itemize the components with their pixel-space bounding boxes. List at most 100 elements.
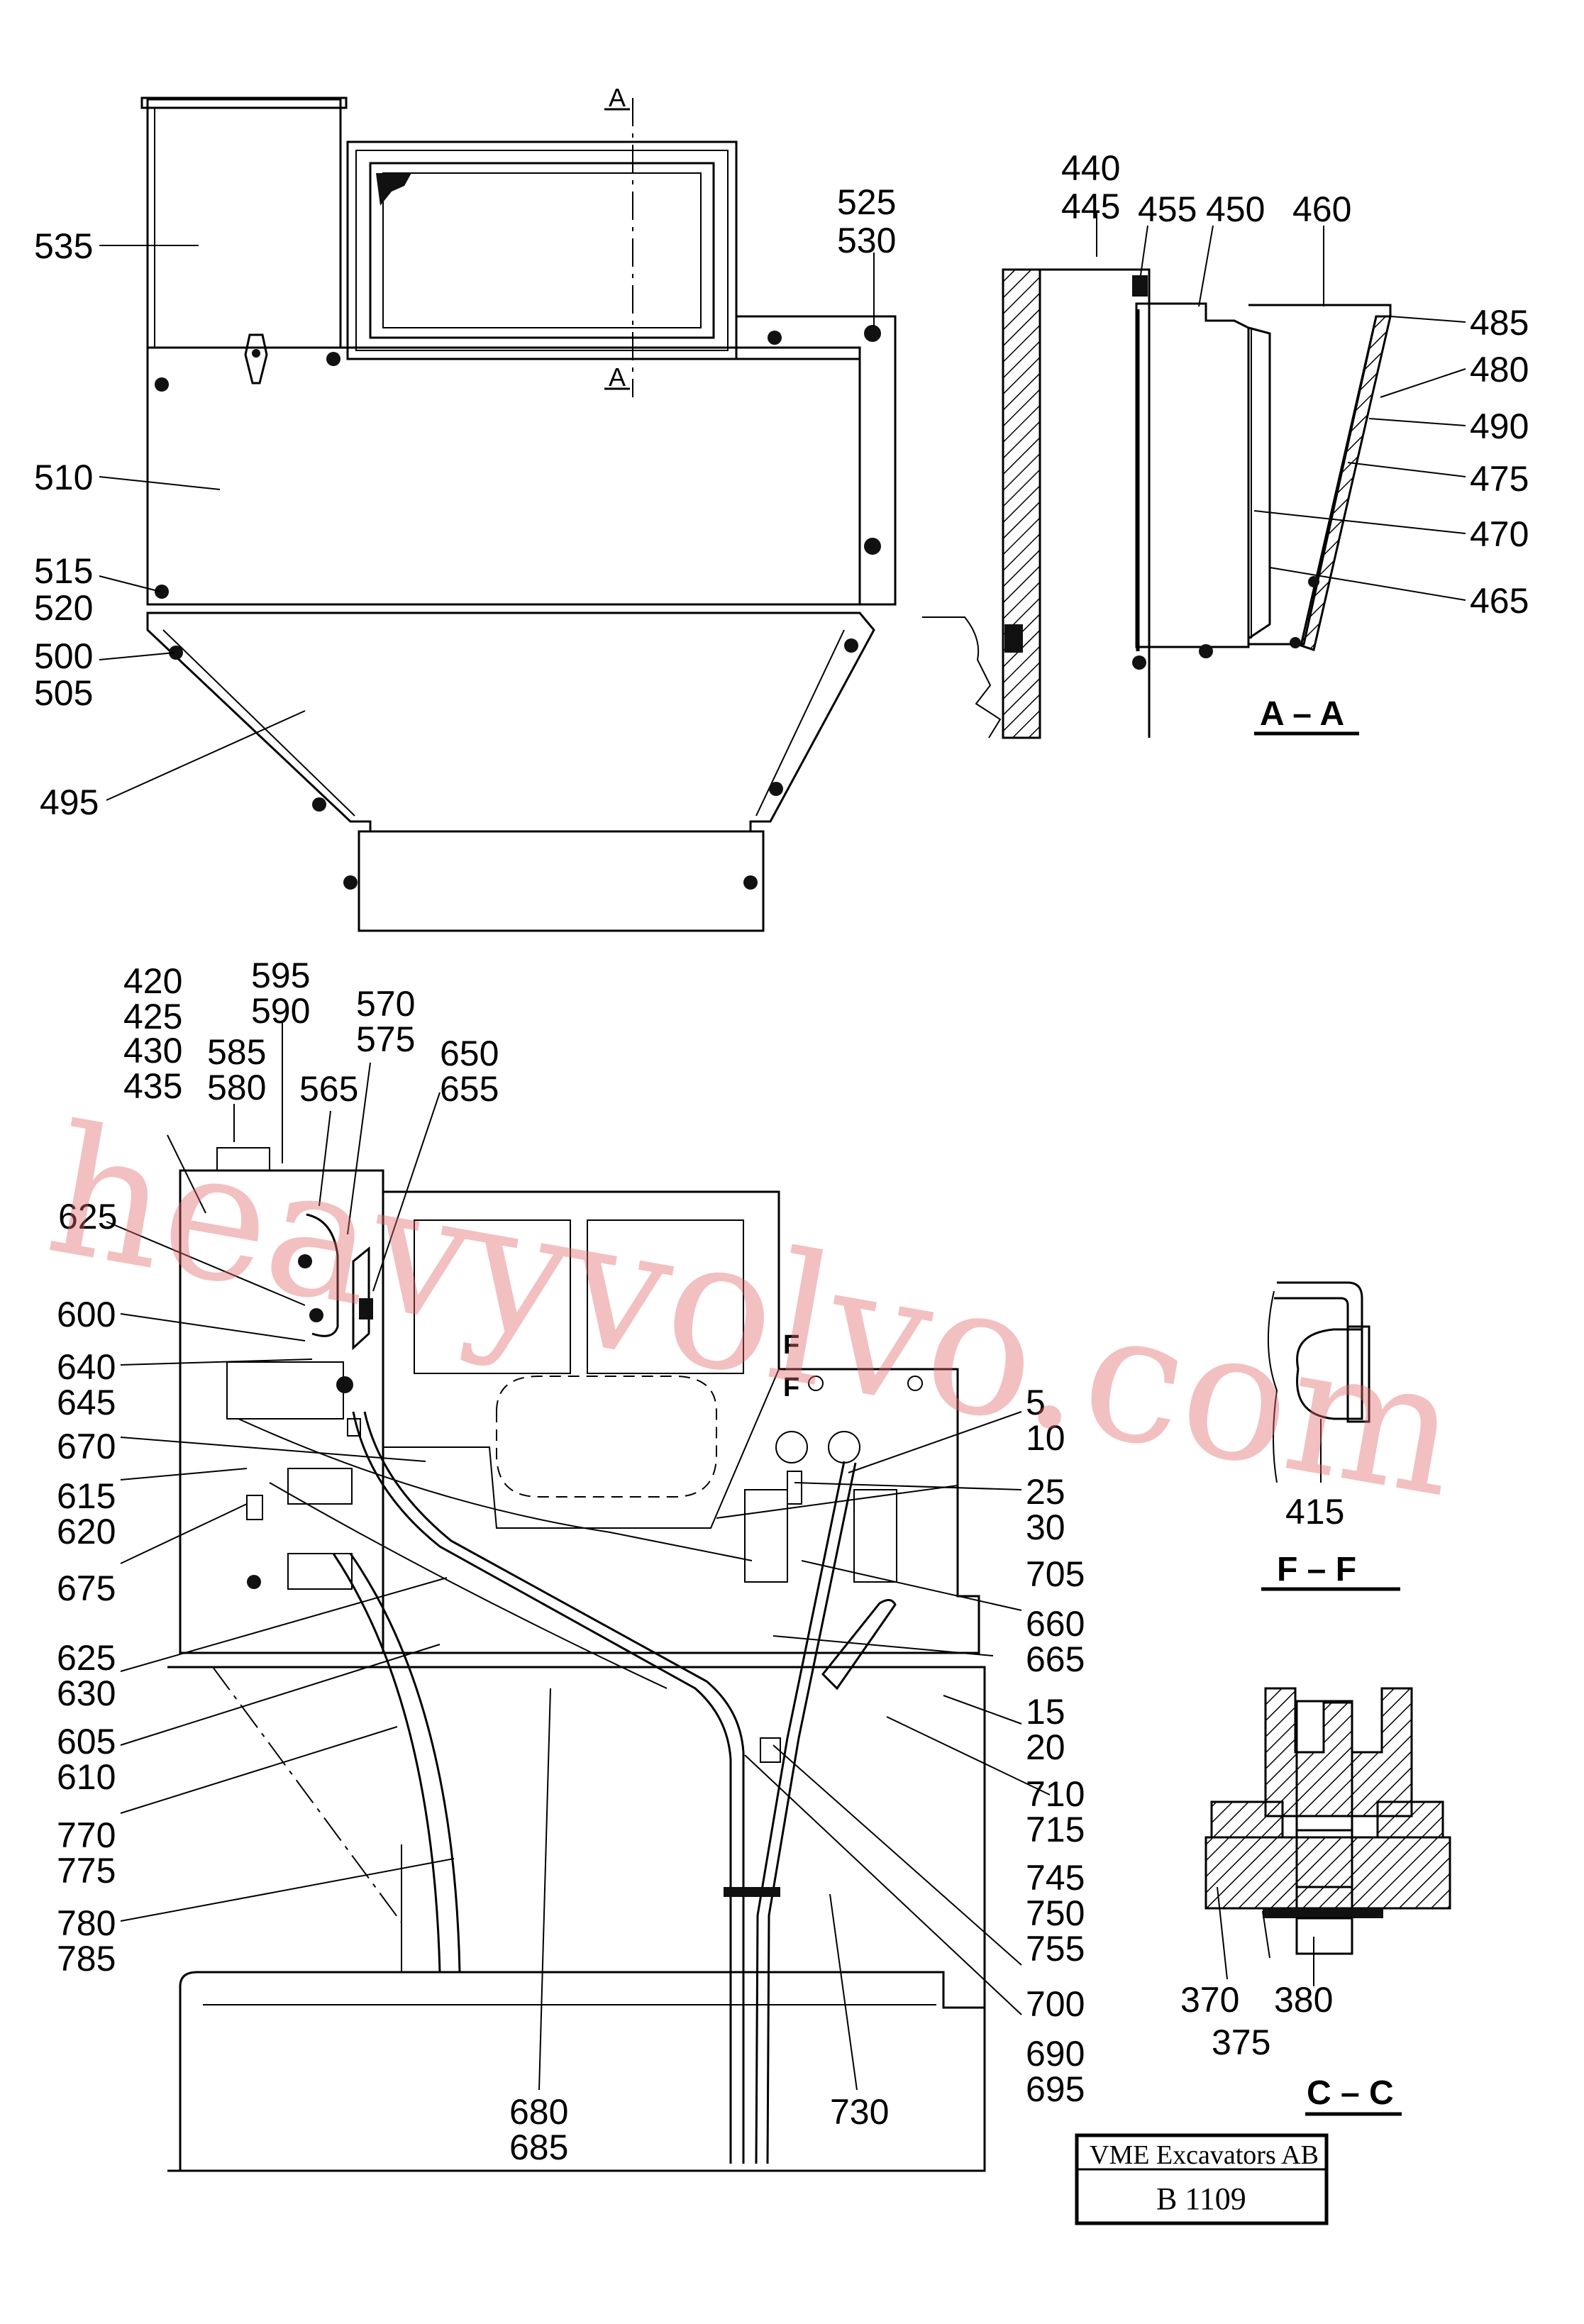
callout-420: 420 — [123, 961, 182, 1001]
cut-marker-a-bottom: A — [609, 363, 626, 392]
callout-690: 690 — [1026, 2034, 1085, 2074]
lower-body — [167, 1666, 986, 2172]
f-f-rod-inner — [1274, 1297, 1349, 1334]
drain-plate-b — [287, 1553, 353, 1590]
bolt-655 — [359, 1298, 373, 1319]
callout-10: 10 — [1026, 1418, 1065, 1458]
callout-570: 570 — [356, 984, 415, 1024]
piping-layout-view: F F — [106, 1022, 1051, 2172]
wire-660 — [238, 1418, 753, 1561]
callout-610: 610 — [57, 1757, 116, 1797]
bolt-d — [1308, 576, 1319, 587]
callout-775: 775 — [57, 1851, 116, 1891]
block-right — [853, 1489, 897, 1583]
f-f-rod — [1277, 1281, 1363, 1334]
callout-645: 645 — [57, 1383, 116, 1422]
boss-section — [1264, 1687, 1413, 1817]
hopper-left-inner — [162, 629, 355, 817]
callout-620: 620 — [57, 1512, 116, 1551]
frame-450 — [1135, 302, 1250, 648]
wire-605 — [269, 1482, 668, 1689]
callout-25: 25 — [1026, 1472, 1065, 1512]
oval-opening — [496, 1376, 717, 1498]
fitting-670 — [347, 1418, 361, 1437]
bolt-455 — [1132, 275, 1148, 297]
hopper-495 — [146, 612, 875, 932]
leaders-lower — [106, 1022, 1051, 2091]
leader-375 — [1262, 1910, 1270, 1959]
callout-525: 525 — [837, 182, 896, 222]
callout-450: 450 — [1206, 189, 1265, 229]
callout-475: 475 — [1470, 459, 1529, 499]
callout-515: 515 — [34, 551, 93, 591]
clamp-745 — [821, 1599, 897, 1691]
callout-15: 15 — [1026, 1692, 1065, 1732]
callout-425: 425 — [123, 997, 182, 1036]
callout-30: 30 — [1026, 1507, 1065, 1547]
callout-660: 660 — [1026, 1604, 1085, 1644]
bolt-645 — [336, 1376, 353, 1393]
callout-600: 600 — [57, 1295, 116, 1334]
callout-480: 480 — [1470, 350, 1529, 389]
callout-565: 565 — [299, 1069, 358, 1109]
callout-700: 700 — [1026, 1984, 1085, 2024]
callout-615: 615 — [57, 1476, 116, 1516]
f-f-plug — [1296, 1328, 1363, 1420]
bracket-525 — [735, 315, 897, 606]
inner-plate-outline — [382, 1191, 780, 1529]
nut-380 — [1295, 1917, 1353, 1955]
center-line — [212, 1666, 402, 1923]
callout-510: 510 — [34, 458, 93, 497]
bolt-640 — [309, 1308, 323, 1322]
callout-625-top: 625 — [58, 1197, 117, 1236]
bolt-a — [1199, 644, 1213, 658]
callout-750: 750 — [1026, 1893, 1085, 1933]
wall-plate — [1002, 268, 1041, 739]
f-f-flange — [1346, 1325, 1370, 1423]
watermark-text: heavyvolvo.com — [35, 1087, 1473, 1537]
cut-marker-a-top: A — [609, 83, 626, 112]
section-a-a-view: A – A — [922, 213, 1466, 739]
callout-655: 655 — [440, 1069, 499, 1109]
glass-480 — [1300, 315, 1392, 651]
f-f-break — [1267, 1290, 1278, 1483]
title-block-drawing-number: B 1109 — [1156, 2181, 1246, 2216]
section-title-c-c: C – C — [1307, 2074, 1394, 2112]
tee-700 — [760, 1737, 781, 1763]
callout-590: 590 — [251, 991, 310, 1031]
callout-710: 710 — [1026, 1774, 1085, 1814]
pipe-700 — [755, 1461, 846, 2164]
profile-465 — [1248, 326, 1271, 640]
cut-marker-f-1: F — [783, 1330, 799, 1360]
section-c-c-view: C – C — [1204, 1687, 1451, 2116]
callout-labels: 535 510 515 520 500 505 495 525 530 440 … — [34, 148, 1529, 2167]
pipe-710 — [766, 1462, 857, 2164]
title-block-frame — [1075, 2133, 1329, 2225]
callout-785: 785 — [57, 1939, 116, 1979]
callout-465: 465 — [1470, 581, 1529, 621]
window-glass — [382, 172, 702, 328]
box-535-body — [146, 98, 342, 349]
callout-430: 430 — [123, 1031, 182, 1070]
pipe-680 — [352, 1411, 732, 2164]
callout-640: 640 — [57, 1347, 116, 1387]
leaders-a-a — [1096, 213, 1466, 601]
pipe-690 — [363, 1411, 745, 2164]
callout-380: 380 — [1274, 1980, 1333, 2020]
box-510 — [146, 346, 861, 606]
callout-440: 440 — [1061, 148, 1120, 188]
window-frame-outer — [346, 140, 738, 360]
bolt-e — [1290, 637, 1301, 648]
callout-680: 680 — [509, 2092, 568, 2132]
callout-5: 5 — [1026, 1383, 1046, 1422]
section-title-a-a: A – A — [1260, 695, 1344, 733]
clamp-730 — [724, 1887, 780, 1897]
callout-670: 670 — [57, 1427, 116, 1466]
callout-505: 505 — [34, 673, 93, 713]
callout-500: 500 — [34, 636, 93, 676]
callout-435: 435 — [123, 1066, 182, 1106]
washer-375 — [1263, 1908, 1383, 1918]
port-3 — [808, 1376, 824, 1391]
